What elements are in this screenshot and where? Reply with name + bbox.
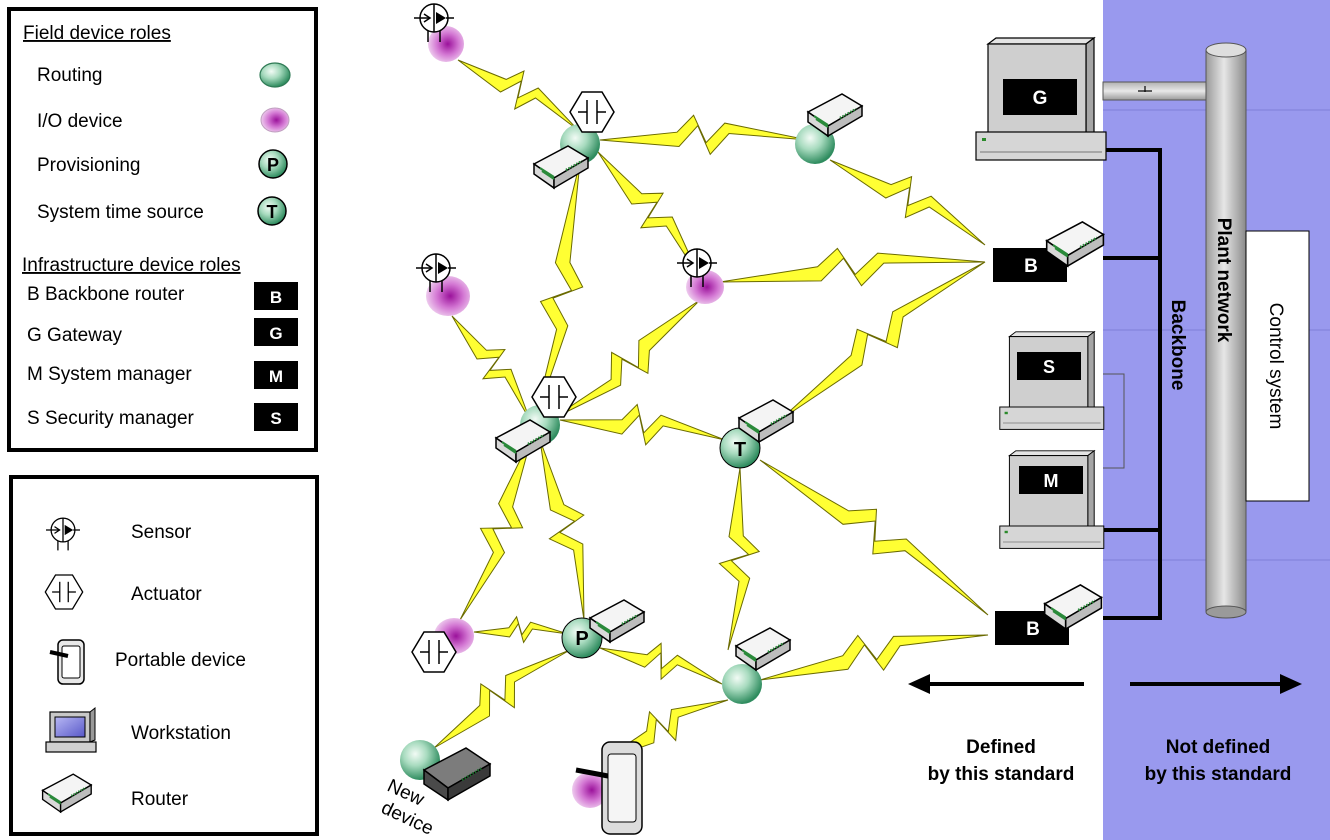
routing-marker <box>259 62 291 88</box>
badge-g-letter: G <box>269 324 282 343</box>
not-defined-label-line1: Not defined <box>1166 737 1271 758</box>
defined-label-line2: by this standard <box>928 764 1075 785</box>
legend-workstation-label: Workstation <box>131 723 231 744</box>
backbone-cable <box>1103 148 1162 620</box>
router-icon <box>532 144 590 190</box>
gateway-workstation: G <box>975 37 1107 161</box>
legend-routing-label: Routing <box>37 65 103 86</box>
wireless-link <box>779 261 986 421</box>
wireless-link <box>599 114 809 156</box>
legend-backbone-router-label: B Backbone router <box>27 284 185 305</box>
legend-router-label: Router <box>131 789 189 810</box>
wireless-link <box>539 439 585 621</box>
legend-system-manager-label: M System manager <box>27 364 192 385</box>
defined-label-line1: Defined <box>966 737 1036 758</box>
legend-time-source-label: System time source <box>37 202 204 223</box>
wireless-link <box>759 459 989 616</box>
wireless-link <box>599 642 723 685</box>
backbone-router-upper: B <box>993 220 1105 282</box>
portable-device-antenna <box>575 767 609 779</box>
time-source-letter: T <box>734 439 746 461</box>
workstation-icon <box>45 707 97 753</box>
field-device-roles-legend: Field device roles Routing I/O device Pr… <box>7 7 318 452</box>
manager-link <box>1103 373 1125 469</box>
wireless-link <box>451 315 531 421</box>
wireless-link <box>719 247 986 287</box>
provisioning-marker <box>258 149 288 179</box>
provisioning-marker-letter: P <box>267 155 279 175</box>
gateway-badge <box>1003 79 1077 115</box>
legend-sensor-label: Sensor <box>131 522 192 543</box>
backbone-router-upper-letter: B <box>1024 256 1038 277</box>
io-node-top <box>428 26 464 62</box>
field-devices: T P New device <box>378 3 864 840</box>
time-source-marker <box>257 196 287 226</box>
legend-security-manager-label: S Security manager <box>27 408 195 429</box>
security-manager-workstation: S <box>999 331 1105 430</box>
gateway-badge-letter: G <box>1033 88 1048 109</box>
wireless-link <box>473 615 569 644</box>
badge-g <box>254 318 298 346</box>
system-manager-workstation: M <box>999 450 1105 549</box>
badge-b-letter: B <box>270 288 282 307</box>
not-defined-label-line2: by this standard <box>1145 764 1292 785</box>
io-node-left <box>426 276 470 316</box>
badge-s-letter: S <box>270 409 281 428</box>
wireless-link <box>559 403 726 446</box>
control-system-box <box>1245 230 1310 502</box>
portable-device-screen <box>607 753 637 823</box>
security-manager-badge <box>1017 352 1081 380</box>
router-icon <box>734 626 792 672</box>
control-system-label: Control system <box>1265 303 1286 430</box>
legend-io-label: I/O device <box>37 111 123 132</box>
wireless-link <box>433 649 571 749</box>
backbone-router-lower: B <box>995 583 1103 645</box>
badge-m-letter: M <box>269 367 283 386</box>
system-manager-badge-letter: M <box>1044 471 1059 491</box>
provisioning-letter: P <box>575 628 588 650</box>
symbol-legend: Sensor Actuator Portable device Workstat… <box>9 475 319 836</box>
legend-gateway-label: G Gateway <box>27 325 123 346</box>
time-source-marker-letter: T <box>267 202 278 222</box>
backbone-router-lower-letter: B <box>1026 619 1040 640</box>
infra-roles-title: Infrastructure device roles <box>22 255 241 276</box>
badge-b <box>254 282 298 310</box>
badge-s <box>254 403 298 431</box>
wireless-link <box>718 467 761 651</box>
scope-arrows <box>908 674 1302 694</box>
backbone-label: Backbone <box>1167 300 1188 391</box>
plant-network-label: Plant network <box>1213 218 1234 343</box>
badge-m <box>254 361 298 389</box>
io-node-center <box>686 270 724 304</box>
system-manager-badge <box>1019 466 1083 494</box>
wireless-link <box>759 634 989 681</box>
wireless-links <box>433 59 989 761</box>
routing-node-4 <box>722 664 762 704</box>
io-device-marker <box>260 107 290 133</box>
io-node-portable <box>572 772 608 808</box>
plant-network-pipe <box>1102 42 1247 619</box>
security-manager-badge-letter: S <box>1043 357 1055 377</box>
field-roles-title: Field device roles <box>23 23 171 44</box>
wireless-link <box>829 159 986 246</box>
wireless-link <box>457 59 579 131</box>
legend-portable-label: Portable device <box>115 650 246 671</box>
legend-provisioning-label: Provisioning <box>37 155 141 176</box>
wireless-link <box>459 435 533 621</box>
legend-actuator-label: Actuator <box>131 584 202 605</box>
